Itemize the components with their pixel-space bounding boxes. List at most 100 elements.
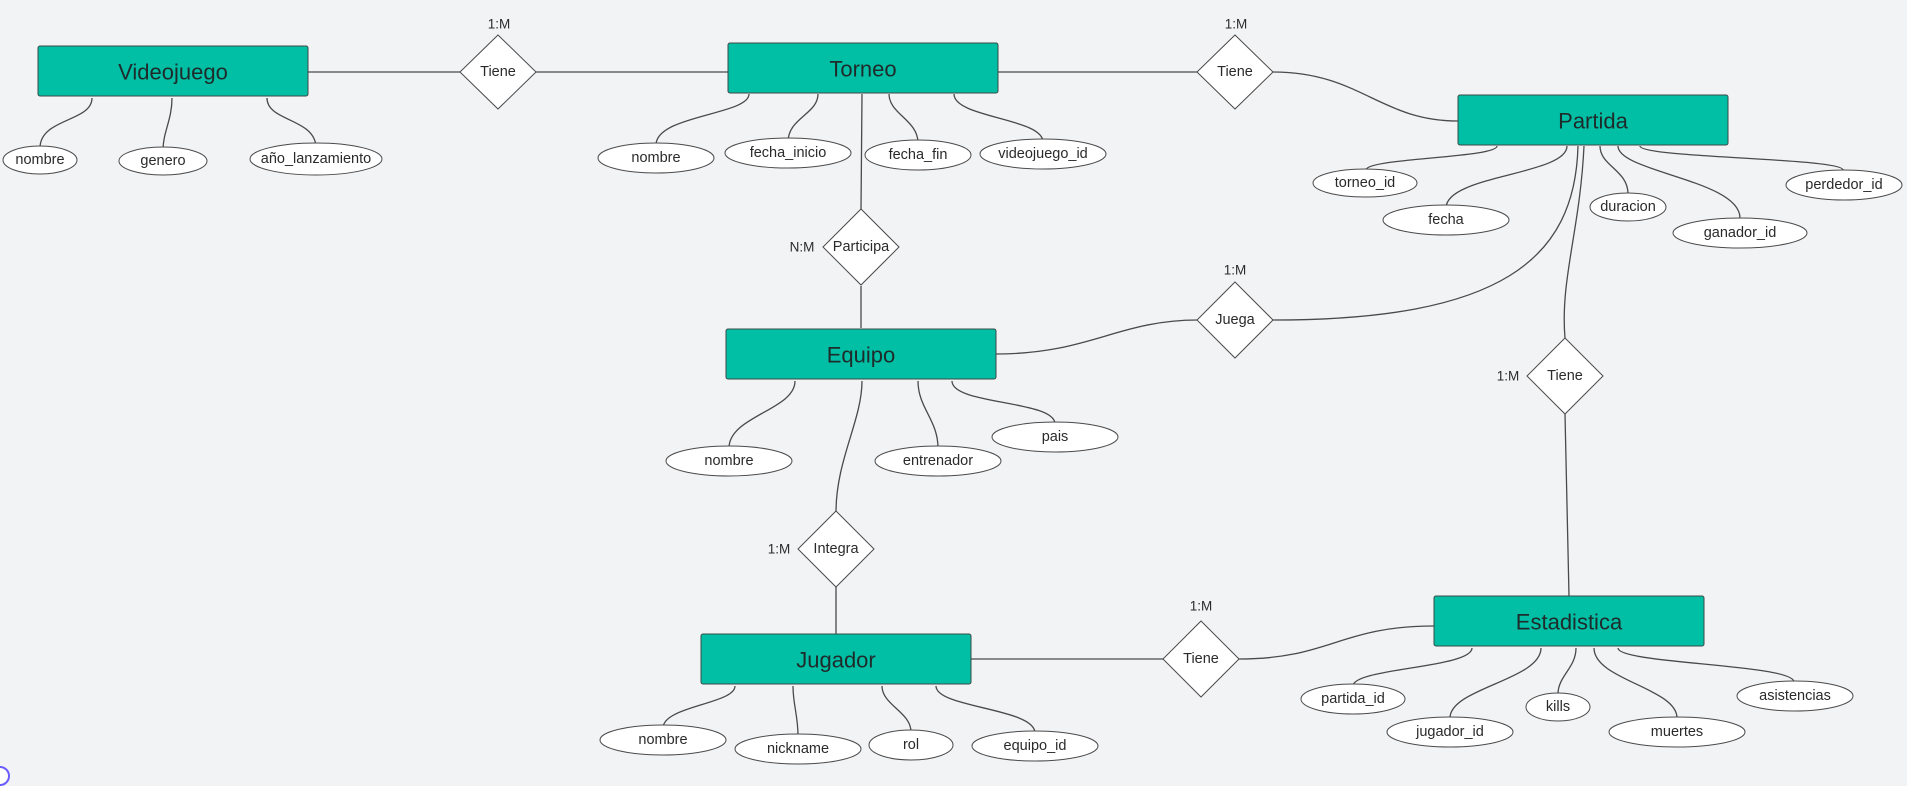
edge-attr (953, 93, 1044, 143)
attribute-perdedor-id[interactable]: perdedor_id (1785, 169, 1903, 201)
edge-attr (162, 97, 173, 151)
attribute-label: asistencias (1759, 688, 1831, 704)
edge-attr (1593, 647, 1678, 719)
cardinality-label: 1:M (1224, 263, 1247, 278)
attribute-label: genero (140, 153, 185, 169)
attribute-fecha-fin[interactable]: fecha_fin (864, 139, 972, 171)
attribute-torneo-id[interactable]: torneo_id (1312, 168, 1418, 198)
entity-label: Partida (1558, 109, 1628, 134)
edge-attr (1352, 647, 1473, 687)
edge-attr (1365, 145, 1498, 171)
attribute-pais[interactable]: pais (991, 421, 1119, 453)
cardinality-label: 1:M (1497, 369, 1520, 384)
edge-torneo-participa (860, 93, 863, 211)
edge-equipo-juega (995, 319, 1199, 355)
relation-tiene-jugador-estadistica[interactable]: Tiene 1:M (1162, 599, 1240, 698)
attribute-nombre[interactable]: nombre (2, 145, 78, 175)
attribute-label: duracion (1600, 199, 1656, 215)
edge-attr (266, 97, 317, 149)
relation-label: Tiene (1547, 368, 1583, 384)
attribute-fecha[interactable]: fecha (1382, 204, 1510, 236)
entity-torneo[interactable]: Torneo (727, 42, 999, 94)
entity-label: Equipo (827, 343, 896, 368)
edge-attr (1557, 647, 1577, 695)
attribute-nombre[interactable]: nombre (599, 724, 727, 756)
attribute-label: torneo_id (1335, 175, 1395, 191)
relation-juega[interactable]: Juega 1:M (1196, 263, 1274, 359)
attribute-label: partida_id (1321, 691, 1385, 707)
cardinality-label: 1:M (1225, 17, 1248, 32)
attribute-label: muertes (1651, 724, 1703, 740)
edge-attr (792, 685, 799, 737)
edge-tiene-partida (1272, 71, 1459, 122)
attribute-label: fecha_inicio (750, 145, 827, 161)
connectors (39, 71, 1844, 737)
relation-tiene-torneo-partida[interactable]: Tiene 1:M (1196, 17, 1274, 110)
attribute-nickname[interactable]: nickname (734, 733, 862, 765)
attribute-label: ganador_id (1704, 225, 1777, 241)
edge-attr (1617, 145, 1741, 219)
edge-attr (888, 93, 919, 144)
edge-attr (1599, 145, 1629, 195)
entity-estadistica[interactable]: Estadistica (1433, 595, 1705, 647)
relation-tiene-videojuego-torneo[interactable]: Tiene 1:M (459, 17, 537, 110)
attribute-label: pais (1042, 429, 1069, 445)
edge-tiene-estadistica2 (1238, 625, 1435, 660)
edge-equipo-integra (835, 380, 863, 513)
attribute-nombre[interactable]: nombre (597, 142, 715, 174)
attribute-label: fecha (1428, 212, 1464, 228)
edge-attr (655, 93, 750, 146)
attribute-ganador-id[interactable]: ganador_id (1672, 217, 1808, 249)
attribute-nombre[interactable]: nombre (665, 445, 793, 477)
edge-attr (951, 380, 1056, 425)
attribute-label: nombre (704, 453, 753, 469)
entity-equipo[interactable]: Equipo (725, 328, 997, 380)
entity-videojuego[interactable]: Videojuego (37, 45, 309, 97)
edge-attr (728, 380, 796, 449)
relationships: Tiene 1:M Tiene 1:M Participa N:M Juega … (459, 17, 1604, 698)
attribute-equipo-id[interactable]: equipo_id (971, 730, 1099, 762)
entity-label: Estadistica (1516, 610, 1623, 635)
attribute-fecha-inicio[interactable]: fecha_inicio (724, 137, 852, 169)
edge-attr (39, 97, 93, 149)
attribute-videojuego-id[interactable]: videojuego_id (979, 138, 1107, 170)
entity-partida[interactable]: Partida (1457, 94, 1729, 146)
edge-attr (1449, 647, 1542, 719)
attribute-genero[interactable]: genero (118, 146, 208, 176)
attribute-rol[interactable]: rol (868, 729, 954, 761)
attribute-label: nombre (638, 732, 687, 748)
attribute-jugador-id[interactable]: jugador_id (1386, 716, 1514, 748)
attribute-partida-id[interactable]: partida_id (1300, 683, 1406, 715)
relation-label: Juega (1215, 312, 1255, 328)
attribute-label: nombre (631, 150, 680, 166)
relation-integra[interactable]: Integra 1:M (768, 510, 875, 588)
entities: Videojuego Torneo Partida Equipo Jugador… (37, 42, 1729, 685)
attribute-label: año_lanzamiento (261, 151, 371, 167)
relation-participa[interactable]: Participa N:M (790, 208, 900, 286)
edge-attr (917, 380, 939, 449)
cardinality-label: 1:M (488, 17, 511, 32)
edge-attr (662, 685, 736, 729)
attributes: nombre genero año_lanzamiento nombre fec… (2, 137, 1903, 765)
edge-juega-partida (1272, 145, 1579, 321)
attribute-label: nickname (767, 741, 829, 757)
relation-label: Tiene (480, 64, 516, 80)
attribute-duracion[interactable]: duracion (1589, 192, 1667, 222)
cardinality-label: 1:M (768, 542, 791, 557)
attribute-label: fecha_fin (889, 147, 948, 163)
entity-jugador[interactable]: Jugador (700, 633, 972, 685)
relation-tiene-partida-estadistica[interactable]: Tiene 1:M (1497, 337, 1604, 415)
cardinality-label: 1:M (1190, 599, 1213, 614)
attribute-label: nombre (15, 152, 64, 168)
attribute-label: rol (903, 737, 919, 753)
attribute-asistencias[interactable]: asistencias (1736, 680, 1854, 712)
attribute-label: videojuego_id (998, 146, 1088, 162)
edge-attr (1445, 145, 1568, 209)
attribute-muertes[interactable]: muertes (1608, 716, 1746, 748)
attribute-label: equipo_id (1004, 738, 1067, 754)
attribute-anio-lanzamiento[interactable]: año_lanzamiento (249, 142, 383, 176)
attribute-label: perdedor_id (1805, 177, 1882, 193)
attribute-entrenador[interactable]: entrenador (874, 445, 1002, 477)
attribute-kills[interactable]: kills (1525, 692, 1591, 722)
